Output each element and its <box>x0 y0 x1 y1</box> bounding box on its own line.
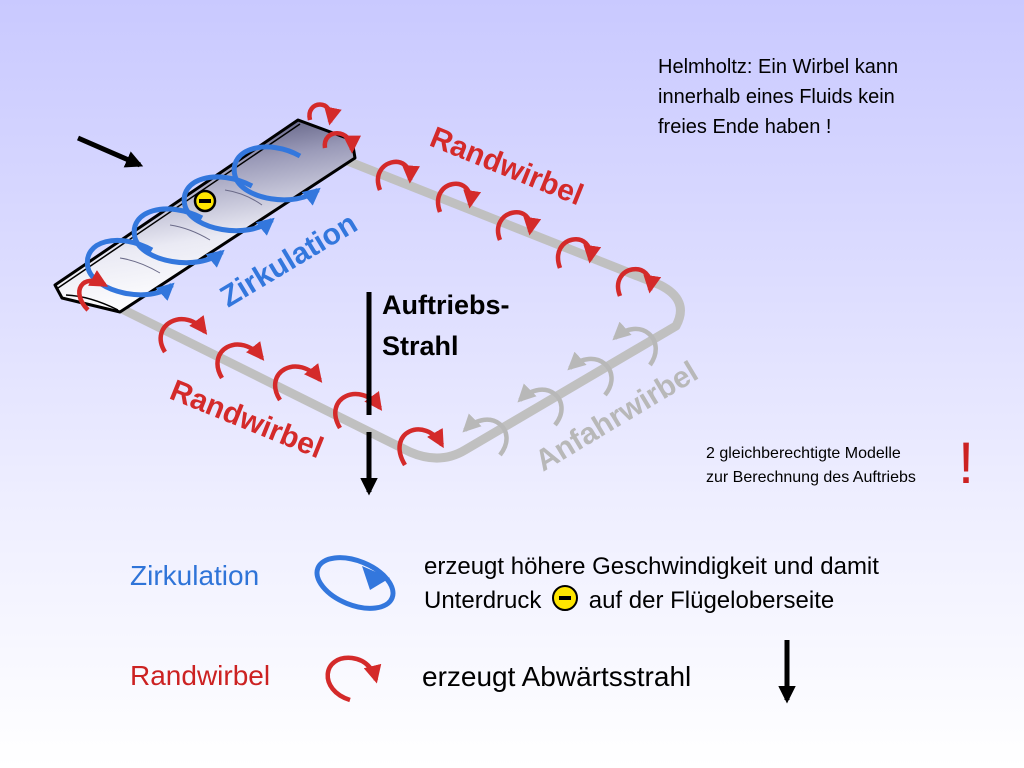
helmholtz-line-1: Helmholtz: Ein Wirbel kann <box>658 56 899 78</box>
anfahrwirbel-vortices <box>462 321 658 457</box>
wing <box>53 118 357 314</box>
randwirbel-top-vortices <box>307 102 662 297</box>
exclamation-mark: ! <box>958 431 975 496</box>
legend-zirkulation-desc-part1: Unterdruck <box>424 587 542 614</box>
helmholtz-note: Helmholtz: Ein Wirbel kann innerhalb ein… <box>658 52 998 142</box>
legend-zirkulation-label: Zirkulation <box>130 560 260 591</box>
legend-randwirbel-label: Randwirbel <box>130 660 271 691</box>
helmholtz-line-3: freies Ende haben ! <box>658 116 832 138</box>
incoming-flow-arrow <box>77 135 144 168</box>
models-line-2: zur Berechnung des Auftriebs <box>706 469 916 486</box>
legend-zirkulation-desc-line2: Unterdruck auf der Flügeloberseite <box>424 584 879 618</box>
minus-badge-wing <box>193 189 217 213</box>
randwirbel-bottom-vortices <box>77 270 444 467</box>
vortex-curl-icon <box>325 655 382 703</box>
label-auftrieb-1: Auftriebs- <box>382 290 510 320</box>
legend-randwirbel-desc: erzeugt Abwärtsstrahl <box>422 661 692 692</box>
legend-zirkulation-desc-line1: erzeugt höhere Geschwindigkeit und damit <box>424 553 879 580</box>
label-randwirbel-bottom: Randwirbel <box>165 374 327 465</box>
legend-zirkulation-desc: erzeugt höhere Geschwindigkeit und damit… <box>424 550 879 618</box>
circulation-loop-icon <box>314 555 396 611</box>
helmholtz-line-2: innerhalb eines Fluids kein <box>658 86 895 108</box>
label-anfahrwirbel: Anfahrwirbel <box>530 355 704 478</box>
vortex-loop-path <box>117 153 685 463</box>
legend-zirkulation-desc-part2: auf der Flügeloberseite <box>588 587 835 614</box>
circulation-loops <box>84 144 321 301</box>
label-auftrieb-2: Strahl <box>382 331 459 361</box>
minus-badge-icon <box>552 585 579 611</box>
models-note: 2 gleichberechtigte Modelle zur Berechnu… <box>706 442 966 490</box>
models-line-1: 2 gleichberechtigte Modelle <box>706 445 901 462</box>
